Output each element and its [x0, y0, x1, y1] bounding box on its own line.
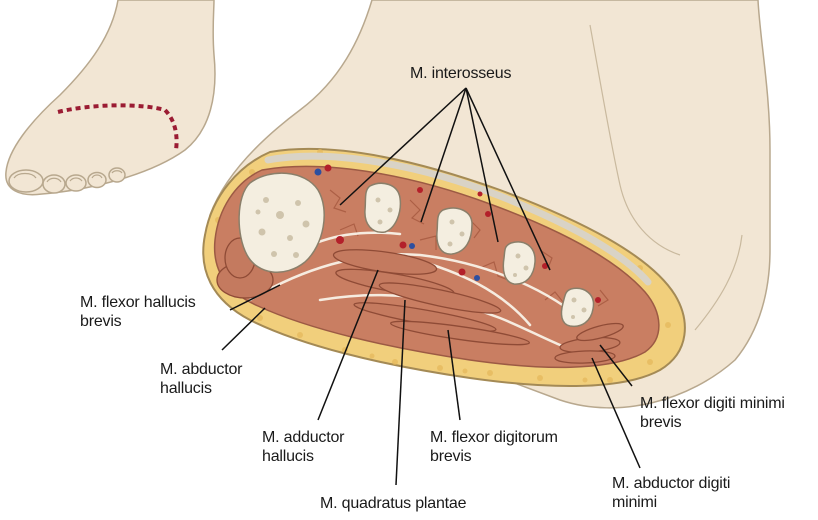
- label-abductor-digiti-minimi: M. abductor digiti minimi: [612, 474, 730, 512]
- label-line: M. flexor hallucis: [80, 293, 196, 312]
- label-line: brevis: [430, 447, 558, 466]
- label-line: M. adductor: [262, 428, 344, 447]
- label-line: M. abductor: [160, 360, 242, 379]
- label-quadratus-plantae: M. quadratus plantae: [320, 494, 466, 513]
- label-interosseus: M. interosseus: [410, 64, 511, 83]
- label-line: M. abductor digiti: [612, 474, 730, 493]
- label-adductor-hallucis: M. adductor hallucis: [262, 428, 344, 466]
- label-abductor-hallucis: M. abductor hallucis: [160, 360, 242, 398]
- label-line: M. flexor digitorum: [430, 428, 558, 447]
- label-flexor-digitorum-brevis: M. flexor digitorum brevis: [430, 428, 558, 466]
- label-line: hallucis: [262, 447, 344, 466]
- label-line: minimi: [612, 493, 730, 512]
- label-line: M. flexor digiti minimi: [640, 394, 785, 413]
- label-line: brevis: [80, 312, 196, 331]
- label-flexor-hallucis-brevis: M. flexor hallucis brevis: [80, 293, 196, 331]
- label-flexor-digiti-minimi-brevis: M. flexor digiti minimi brevis: [640, 394, 785, 432]
- label-interosseus-text: M. interosseus: [410, 64, 511, 83]
- label-line: hallucis: [160, 379, 242, 398]
- reference-foot: [6, 0, 215, 195]
- label-line: M. quadratus plantae: [320, 494, 466, 513]
- label-line: brevis: [640, 413, 785, 432]
